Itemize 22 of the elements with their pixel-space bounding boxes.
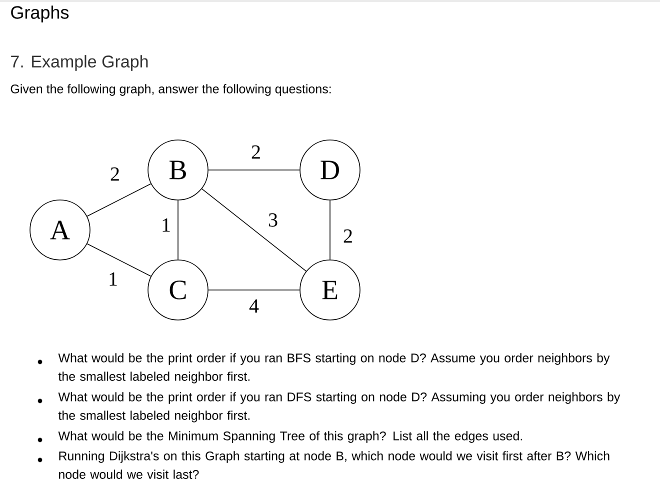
edge-line [86,183,152,217]
edge-line [201,188,307,272]
question-text: What would be the Minimum Spanning Tree of this graph? List all the edges used. [58,431,522,443]
question-text: What would be the print order if you ran DFS starting on node D? Assuming you order neighbors by the smallest labeled neighbor first. [58,392,620,422]
intro-text: Given the following graph, answer the following questions: [10,84,331,96]
graph-node: E [300,260,360,320]
edge-line [86,243,152,277]
section-heading: 7. Example Graph [11,55,148,71]
edge-weight: 1 [110,272,117,286]
graph-node: C [148,260,208,320]
edge-weight: 1 [162,218,170,232]
question-text: Running Dijkstra's on this Graph starting at node B, which node would we visit first after B? Which node would we visit last? [59,451,610,479]
graph-node: B [148,140,208,200]
edge-weight: 2 [110,167,119,181]
question-text: What would be the print order if you ran BFS starting on node D? Assume you order neighbors by the smallest labeled neighbor first. [58,353,610,384]
edge-weight: 4 [249,299,259,313]
edge-weight: 2 [252,145,260,159]
edge-weight: 2 [344,229,352,243]
graph-node: A [30,200,90,260]
page-title: Graphs [11,6,69,22]
edge-weight: 3 [268,213,278,227]
graph-node: D [300,140,360,200]
